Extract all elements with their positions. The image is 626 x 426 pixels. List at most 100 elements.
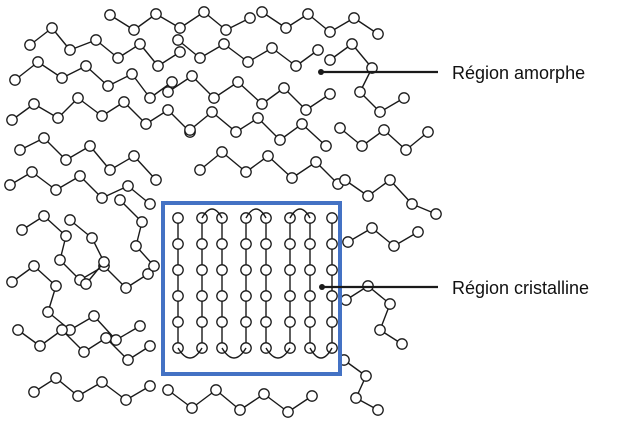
monomer-bead [50, 280, 62, 292]
monomer-bead [372, 28, 384, 40]
monomer-bead [304, 238, 316, 250]
amorphous-polymer-chain [329, 43, 405, 113]
monomer-bead [194, 164, 206, 176]
monomer-bead [38, 132, 50, 144]
monomer-bead [28, 260, 40, 272]
monomer-bead [378, 124, 390, 136]
monomer-bead [88, 310, 100, 322]
amorphous-polymer-chain [347, 227, 419, 247]
monomer-bead [150, 8, 162, 20]
monomer-bead [366, 222, 378, 234]
monomer-bead [6, 114, 18, 126]
monomer-bead [256, 6, 268, 18]
monomer-bead [350, 392, 362, 404]
amorphous-polymer-chain [343, 359, 379, 411]
monomer-bead [12, 324, 24, 336]
monomer-bead [104, 9, 116, 21]
monomer-bead [64, 44, 76, 56]
monomer-bead [122, 354, 134, 366]
monomer-bead [278, 82, 290, 94]
monomer-bead [136, 216, 148, 228]
monomer-bead [304, 264, 316, 276]
monomer-bead [172, 212, 184, 224]
monomer-bead [240, 238, 252, 250]
monomer-bead [260, 238, 272, 250]
monomer-bead [174, 46, 186, 58]
monomer-bead [320, 140, 332, 152]
monomer-bead [339, 174, 351, 186]
monomer-bead [384, 174, 396, 186]
monomer-bead [374, 324, 386, 336]
monomer-bead [242, 56, 254, 68]
monomer-bead [90, 34, 102, 46]
monomer-bead [244, 12, 256, 24]
chain-fold-top [245, 208, 267, 219]
monomer-bead [296, 118, 308, 130]
monomer-bead [26, 166, 38, 178]
monomer-bead [152, 60, 164, 72]
monomer-bead [72, 92, 84, 104]
monomer-bead [284, 290, 296, 302]
monomer-bead [150, 174, 162, 186]
amorphous-polymer-chain [261, 11, 379, 35]
monomer-bead [24, 39, 36, 51]
monomer-bead [340, 294, 352, 306]
monomer-bead [282, 406, 294, 418]
monomer-bead [32, 56, 44, 68]
monomer-bead [6, 276, 18, 288]
amorphous-polymer-chain [119, 199, 155, 267]
monomer-bead [80, 60, 92, 72]
monomer-bead [172, 316, 184, 328]
monomer-bead [256, 98, 268, 110]
monomer-bead [396, 338, 408, 350]
monomer-bead [196, 290, 208, 302]
monomer-bead [346, 38, 358, 50]
monomer-bead [112, 52, 124, 64]
monomer-bead [374, 106, 386, 118]
monomer-bead [422, 126, 434, 138]
crystalline-leader-dot [319, 284, 325, 290]
monomer-bead [144, 340, 156, 352]
monomer-bead [50, 372, 62, 384]
monomer-bead [324, 26, 336, 38]
monomer-bead [144, 380, 156, 392]
monomer-bead [54, 254, 66, 266]
chain-fold-bottom [309, 347, 333, 359]
chain-fold-top [201, 208, 223, 219]
monomer-bead [406, 198, 418, 210]
monomer-bead [284, 316, 296, 328]
monomer-bead [98, 256, 110, 268]
crystalline-region-label: Région cristalline [452, 278, 589, 298]
monomer-bead [234, 404, 246, 416]
monomer-bead [260, 316, 272, 328]
monomer-bead [274, 134, 286, 146]
monomer-bead [216, 146, 228, 158]
monomer-bead [216, 238, 228, 250]
monomer-bead [412, 226, 424, 238]
amorphous-chains [4, 6, 442, 418]
monomer-bead [300, 104, 312, 116]
monomer-bead [356, 140, 368, 152]
monomer-bead [384, 298, 396, 310]
monomer-bead [78, 346, 90, 358]
monomer-bead [140, 118, 152, 130]
monomer-bead [360, 370, 372, 382]
monomer-bead [96, 110, 108, 122]
monomer-bead [342, 236, 354, 248]
monomer-bead [430, 208, 442, 220]
monomer-bead [280, 22, 292, 34]
monomer-bead [60, 230, 72, 242]
monomer-bead [162, 86, 174, 98]
monomer-bead [324, 88, 336, 100]
monomer-bead [186, 70, 198, 82]
monomer-bead [326, 212, 338, 224]
monomer-bead [194, 52, 206, 64]
monomer-bead [366, 62, 378, 74]
monomer-bead [284, 238, 296, 250]
monomer-bead [196, 264, 208, 276]
monomer-bead [324, 54, 336, 66]
monomer-bead [310, 156, 322, 168]
monomer-bead [134, 38, 146, 50]
monomer-bead [220, 24, 232, 36]
monomer-bead [96, 192, 108, 204]
